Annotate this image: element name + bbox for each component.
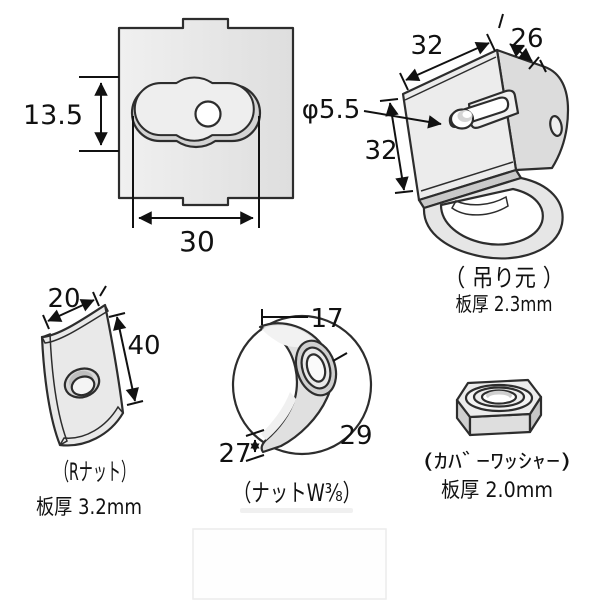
dim-label-32-top: 32 <box>410 31 443 61</box>
w38-name-label: （ナットW³⁄₈） <box>233 479 361 507</box>
bracket-name-label: （ 吊り元 ） <box>444 264 564 292</box>
ghost-artifacts <box>192 508 387 600</box>
ghost-box <box>192 528 387 600</box>
slide-plate-hole <box>194 100 222 128</box>
dim-label-32-side: 32 <box>364 136 397 166</box>
r-nut-left-edge <box>41 332 68 447</box>
part-r-nut: 20 40 （Rナット） 板厚 3.2mm <box>36 284 161 519</box>
slide-plate-boss-inner <box>133 76 255 142</box>
dim-tick <box>108 312 126 318</box>
dim-label-17: 17 <box>310 304 343 334</box>
bracket-ring-opening <box>439 187 544 246</box>
washer-thickness-label: 板厚 2.0mm <box>441 478 553 502</box>
dim-tick <box>394 190 414 194</box>
ghost-text-smudge <box>240 508 353 513</box>
dim-tick <box>92 291 100 307</box>
part-slide-plate: 13.5 30 <box>23 17 295 258</box>
dim-arrow-20 <box>47 299 95 322</box>
dim-label-29: 29 <box>339 421 372 451</box>
dim-tick <box>332 352 348 362</box>
bracket-side-dimple <box>549 115 563 137</box>
dim-label-hole-dia: φ5.5 <box>302 95 361 125</box>
bracket-side-face <box>495 48 570 172</box>
dim-tick <box>99 285 107 297</box>
dim-label-40: 40 <box>127 331 160 361</box>
bracket-bottom-fold-line <box>420 161 514 192</box>
dim-tick <box>42 314 50 330</box>
dim-tick <box>245 454 265 462</box>
bracket-hole-core <box>462 111 472 118</box>
dim-tick <box>245 429 265 437</box>
dim-tick <box>399 72 409 91</box>
dim-arrow-32-side <box>385 102 409 191</box>
dim-arrow-26 <box>509 43 533 62</box>
dim-arrow-40 <box>113 316 139 402</box>
bracket-thickness-label: 板厚 2.3mm <box>456 292 553 316</box>
washer-hole-core <box>488 394 510 403</box>
dim-label-27: 27 <box>218 439 251 469</box>
part-cover-washer: (ｶﾊﾞｰﾜｯｼｬｰ) 板厚 2.0mm <box>423 378 571 502</box>
w38-arm-highlight <box>261 392 296 440</box>
washer-name-label: (ｶﾊﾞｰﾜｯｼｬｰ) <box>423 449 571 473</box>
dim-label-20: 20 <box>47 284 80 314</box>
dim-label-13-5: 13.5 <box>23 100 83 131</box>
dim-tick <box>498 13 504 29</box>
r-nut-thickness-label: 板厚 3.2mm <box>36 495 142 519</box>
r-nut-name-label: （Rナット） <box>55 458 135 486</box>
w38-top-face-highlight <box>262 325 315 348</box>
r-nut-hole <box>70 375 96 397</box>
dim-label-26: 26 <box>510 24 543 54</box>
dim-tick <box>486 33 496 52</box>
part-hanger-bracket: 32 26 φ5.5 32 （ 吊り元 ） 板厚 2.3mm <box>302 13 570 316</box>
part-w38-nut: 17 29 27 （ナットW³⁄₈） <box>218 304 372 507</box>
dim-label-30: 30 <box>179 225 215 258</box>
dim-tick <box>539 59 547 73</box>
w38-hole-core <box>305 353 327 383</box>
dim-tick <box>126 400 144 406</box>
bracket-ring-tongue <box>451 195 509 216</box>
dim-arrow-32-top <box>405 42 490 81</box>
r-nut-bottom-edge <box>58 405 124 447</box>
dim-tick <box>528 56 540 70</box>
r-nut-top-edge <box>40 303 109 344</box>
dim-tick <box>379 98 399 102</box>
